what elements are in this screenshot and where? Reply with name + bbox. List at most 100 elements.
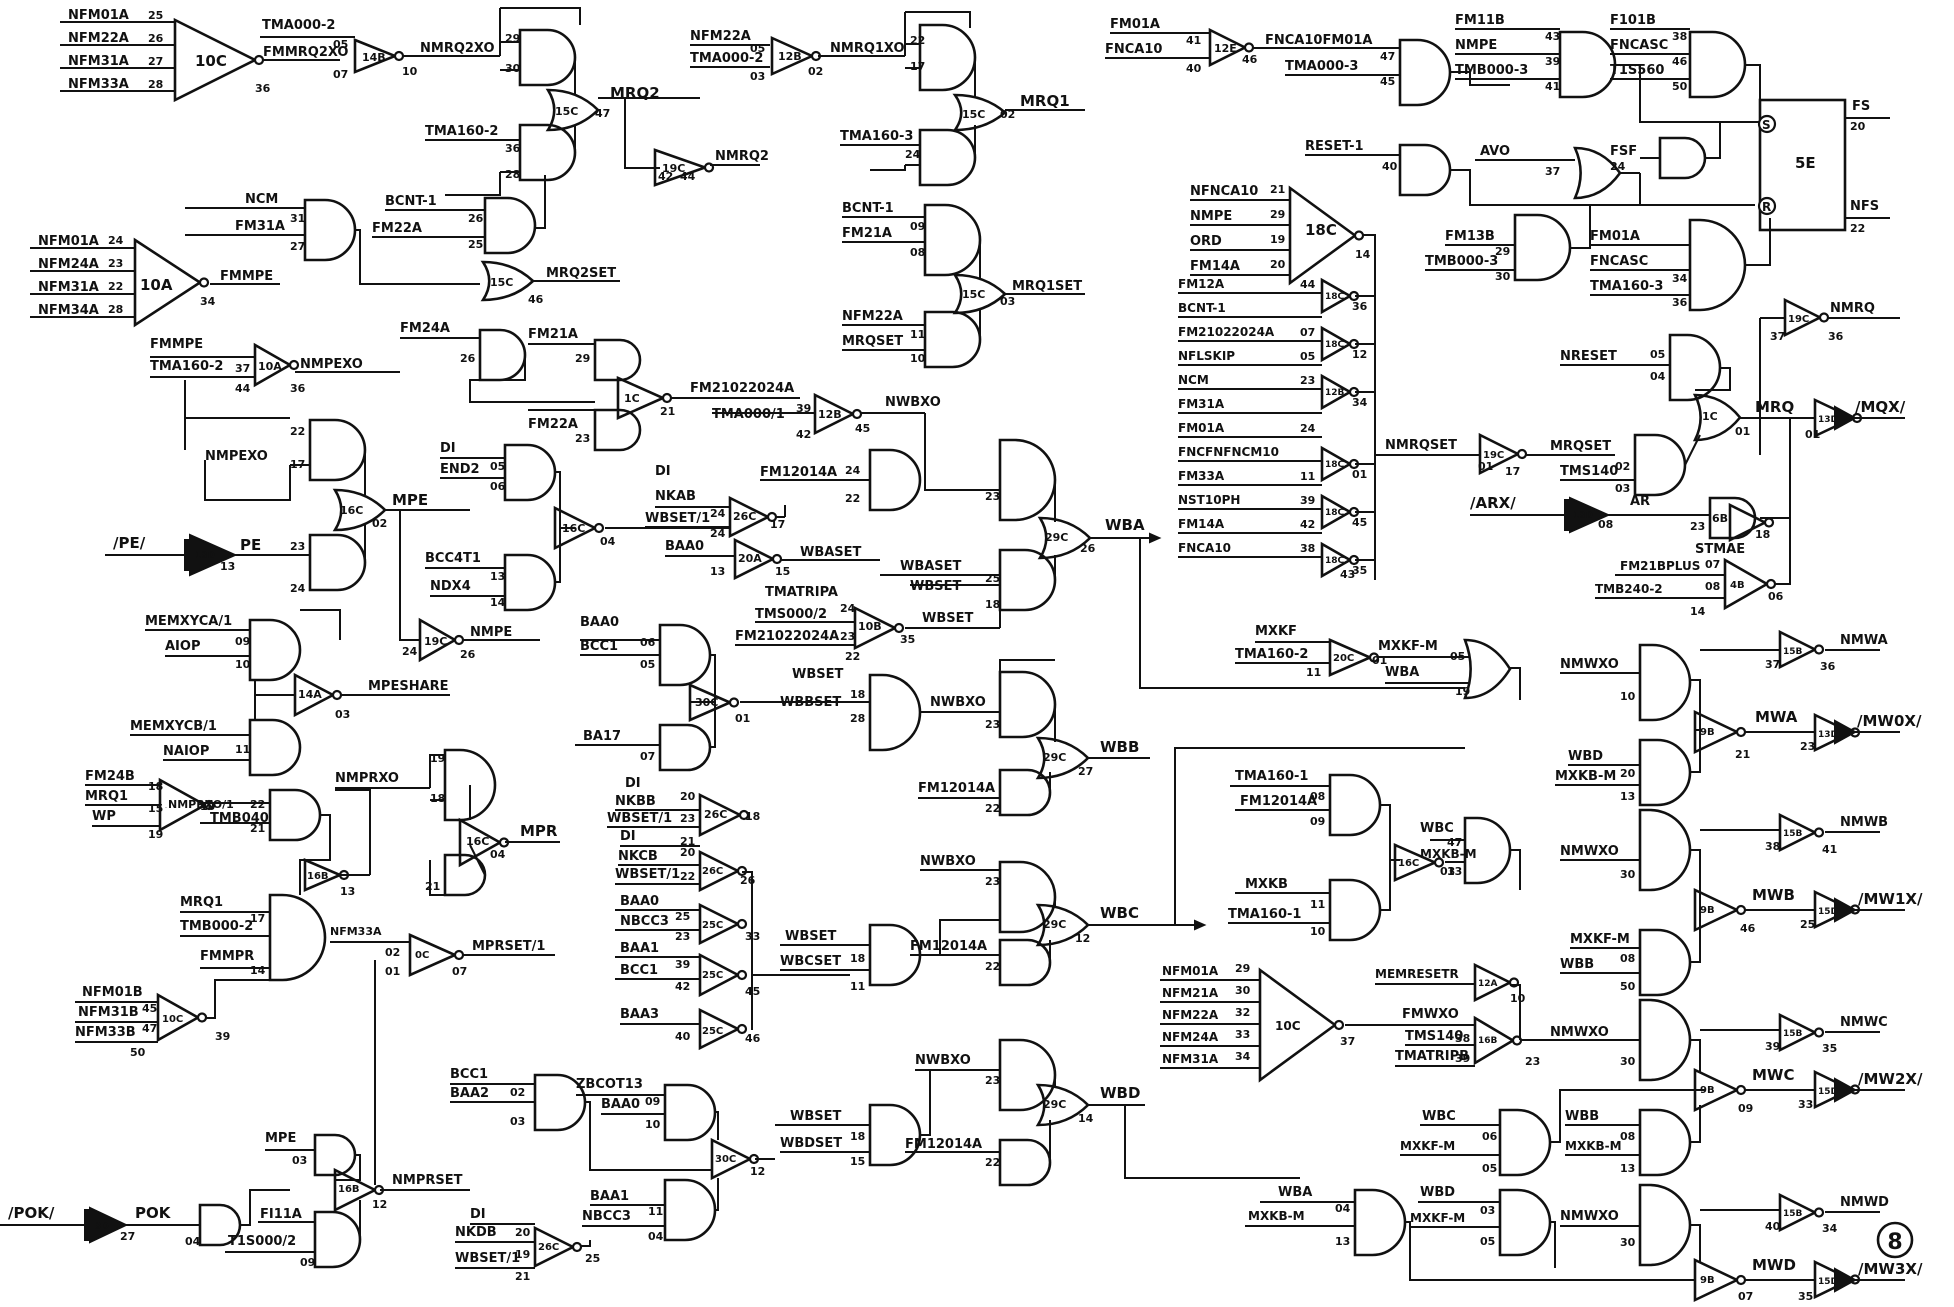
pin-number: 15 [775, 565, 790, 578]
signal-label: WBB [1565, 1109, 1599, 1124]
signal-label: 18C [1325, 292, 1345, 302]
wire [445, 172, 501, 196]
inverter-18c-11 [1320, 541, 1353, 579]
pin-number: 21 [660, 405, 675, 418]
signal-label: 16C [466, 835, 489, 848]
signal-label: NFM22A [690, 29, 751, 44]
signal-label: FM12014A [1240, 794, 1317, 809]
wire [1684, 434, 1701, 466]
pin-number: 21 [680, 835, 695, 848]
wire [1695, 367, 1731, 391]
and-gate-wbdset [868, 1103, 922, 1167]
inversion-bubble [253, 54, 265, 66]
inverter-16b-pok [333, 1167, 378, 1213]
signal-label: MPESHARE [368, 679, 449, 694]
signal-label: TMS000/2 [755, 607, 827, 622]
signal-label: R [1762, 200, 1771, 214]
signal-label: NKAB [655, 489, 696, 504]
and-gate-mrq2set [483, 196, 537, 255]
pin-number: 03 [292, 1154, 307, 1167]
signal-label: BAA0 [601, 1097, 640, 1112]
signal-label: 13D [1818, 415, 1838, 425]
pin-number: 39 [675, 958, 690, 971]
pin-number: 05 [1300, 350, 1315, 363]
wire [429, 860, 445, 896]
wire [1405, 1221, 1695, 1281]
wire [469, 844, 486, 876]
buffer-13d-pe [189, 533, 238, 577]
signal-label: F101B [1610, 13, 1656, 28]
pin-number: 28 [148, 78, 163, 91]
pin-number: 40 [1765, 1220, 1781, 1233]
pin-number: 21 [250, 822, 265, 835]
signal-label: NCM [245, 192, 278, 207]
and-gate-5e-c [1513, 213, 1572, 282]
and-gate-mpe-a [308, 418, 367, 482]
signal-label: 15B [1783, 829, 1803, 839]
pin-number: 22 [985, 802, 1000, 815]
signal-label: AVO [1480, 144, 1510, 159]
inverter-30c-wbd [710, 1137, 753, 1181]
pin-number: 23 [985, 875, 1000, 888]
inverter-26c-nkd [533, 1225, 576, 1269]
inverter-12e [1208, 27, 1248, 68]
pin-number: 38 [1672, 30, 1687, 43]
pin-number: 04 [185, 1235, 201, 1248]
and-gate-tma160-1 [1328, 773, 1382, 837]
signal-label: NMRQ1XO [830, 41, 905, 56]
signal-label: NMWD [1840, 1195, 1889, 1210]
and-gate-fi11a [313, 1210, 362, 1269]
pin-number: 11 [1306, 666, 1321, 679]
pin-number: 43 [1545, 30, 1560, 43]
pin-number: 24 [108, 234, 124, 247]
signal-label: 30C [695, 696, 718, 709]
pin-number: 26 [148, 32, 164, 45]
pin-number: 05 [750, 42, 765, 55]
wire [1450, 169, 1755, 206]
pin-number: 34 [1822, 1222, 1838, 1235]
inversion-bubble [1433, 857, 1445, 868]
pin-number: 04 [648, 1230, 664, 1243]
signal-label: 12B [1325, 388, 1345, 398]
signal-label: 12B [818, 408, 842, 421]
signal-label: 15C [962, 288, 985, 301]
pin-number: 10 [1510, 992, 1526, 1005]
signal-label: BAA3 [620, 1007, 659, 1022]
signal-label: /ARX/ [1470, 494, 1516, 512]
signal-label: 29C [1043, 918, 1066, 931]
signal-label: NFM01A [1162, 964, 1219, 978]
wire [999, 659, 1055, 672]
pin-number: 20 [680, 846, 696, 859]
signal-label: FM14A [1178, 517, 1225, 531]
inversion-bubble [453, 949, 465, 961]
pin-number: 25 [468, 238, 483, 251]
pin-number: 42 [796, 428, 811, 441]
signal-label: NMRQ [1830, 301, 1875, 316]
pin-number: 17 [770, 518, 785, 531]
signal-label: FNCASC [1610, 38, 1668, 53]
pin-number: 08 [1598, 518, 1613, 531]
pin-number: 06 [640, 636, 656, 649]
pin-number: 26 [468, 212, 484, 225]
signal-label: WBSET/1 [615, 867, 680, 882]
signal-label: WBSET [792, 667, 843, 682]
signal-label: TMA160-3 [1590, 279, 1663, 294]
inversion-bubble [1735, 1084, 1747, 1096]
and-gate-fm12014a [868, 448, 922, 512]
pin-number: 27 [1078, 765, 1093, 778]
and-gate-nmwc-b [1498, 1108, 1552, 1177]
wire [1745, 64, 1761, 123]
gate-designator: 10C [195, 52, 227, 70]
pin-number: 34 [1352, 396, 1368, 409]
signal-label: FM01A [1110, 17, 1160, 32]
inverter-25c-c [698, 1007, 741, 1051]
pin-number: 22 [1850, 222, 1865, 235]
signal-label: FSF [1610, 144, 1637, 159]
signal-label: TMA160-2 [1235, 647, 1308, 662]
signal-label: NMWXO [1560, 657, 1619, 672]
signal-label: WBB [1100, 738, 1139, 756]
signal-label: BCC1 [450, 1067, 488, 1082]
inversion-bubble [1765, 578, 1777, 590]
pin-number: 07 [1738, 1290, 1753, 1303]
pin-number: 04 [1650, 370, 1666, 383]
